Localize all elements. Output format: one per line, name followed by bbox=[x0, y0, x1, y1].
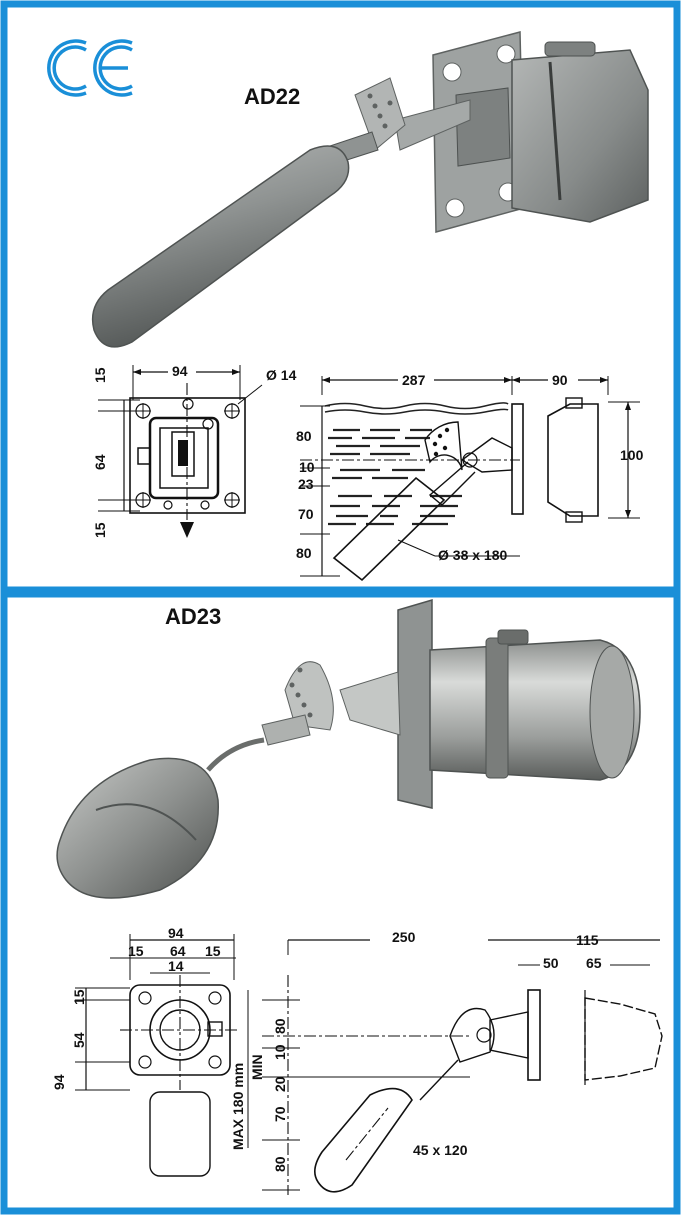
ce-mark-logo bbox=[47, 39, 133, 97]
bottom-panel-frame bbox=[0, 590, 681, 1215]
model-title-ad22: AD22 bbox=[244, 84, 300, 109]
ad23-level-label: 80 bbox=[272, 1018, 288, 1034]
ad22-level-label: 80 bbox=[296, 545, 312, 561]
ad22-hole-label: Ø 14 bbox=[266, 367, 297, 383]
ad22-side-view: 287 90 80 10 23 70 80 bbox=[296, 369, 644, 582]
ad23-side-length-label: 250 bbox=[392, 929, 416, 945]
ad23-front-width-label: 94 bbox=[168, 925, 184, 941]
ad23-max-label: MAX 180 mm bbox=[230, 1063, 246, 1150]
ad23-min-label: MIN bbox=[249, 1054, 265, 1080]
ad23-product-photo bbox=[56, 598, 641, 899]
ad22-front-bottom-label: 15 bbox=[92, 522, 108, 538]
ad23-level-label: 10 bbox=[272, 1044, 288, 1060]
ad22-front-view: 94 Ø 14 15 64 15 bbox=[92, 361, 297, 538]
ad22-side-housing-label: 90 bbox=[552, 372, 568, 388]
ad22-level-label: 10 bbox=[299, 459, 315, 475]
ad23-front-height-label: 94 bbox=[51, 1074, 67, 1090]
ad23-side-cap-label: 65 bbox=[586, 955, 602, 971]
ad22-front-width-label: 94 bbox=[172, 363, 188, 379]
ad22-product-photo bbox=[91, 31, 649, 348]
ad22-level-label: 80 bbox=[296, 428, 312, 444]
ad23-front-center-label: 14 bbox=[168, 958, 184, 974]
ad23-level-label: 70 bbox=[272, 1106, 288, 1122]
ad23-level-label: 80 bbox=[272, 1156, 288, 1172]
ad22-float-label: Ø 38 x 180 bbox=[438, 547, 507, 563]
ad22-side-height-label: 100 bbox=[620, 447, 644, 463]
ad23-side-view: 250 115 50 65 80 10 20 70 80 MAX 180 mm … bbox=[230, 929, 663, 1195]
ad22-front-top-label: 15 bbox=[92, 367, 108, 383]
top-panel-frame bbox=[0, 0, 681, 594]
ad22-level-label: 70 bbox=[298, 506, 314, 522]
ad22-level-label: 23 bbox=[298, 476, 314, 492]
model-title-ad23: AD23 bbox=[165, 604, 221, 629]
ad22-side-length-label: 287 bbox=[402, 372, 426, 388]
ad23-side-flange-label: 50 bbox=[543, 955, 559, 971]
ad23-float-label: 45 x 120 bbox=[413, 1142, 468, 1158]
ad23-level-label: 20 bbox=[272, 1076, 288, 1092]
ad23-front-margin-left-label: 15 bbox=[128, 943, 144, 959]
ad23-front-inner-label: 54 bbox=[71, 1032, 87, 1048]
ad23-front-margin-right-label: 15 bbox=[205, 943, 221, 959]
ad23-side-housing-label: 115 bbox=[576, 932, 599, 948]
ad23-front-middle-label: 64 bbox=[170, 943, 186, 959]
ad23-front-view: 94 15 64 15 14 15 54 94 bbox=[51, 925, 240, 1177]
ad23-front-top-label: 15 bbox=[71, 989, 87, 1005]
ad22-front-middle-label: 64 bbox=[92, 454, 108, 470]
